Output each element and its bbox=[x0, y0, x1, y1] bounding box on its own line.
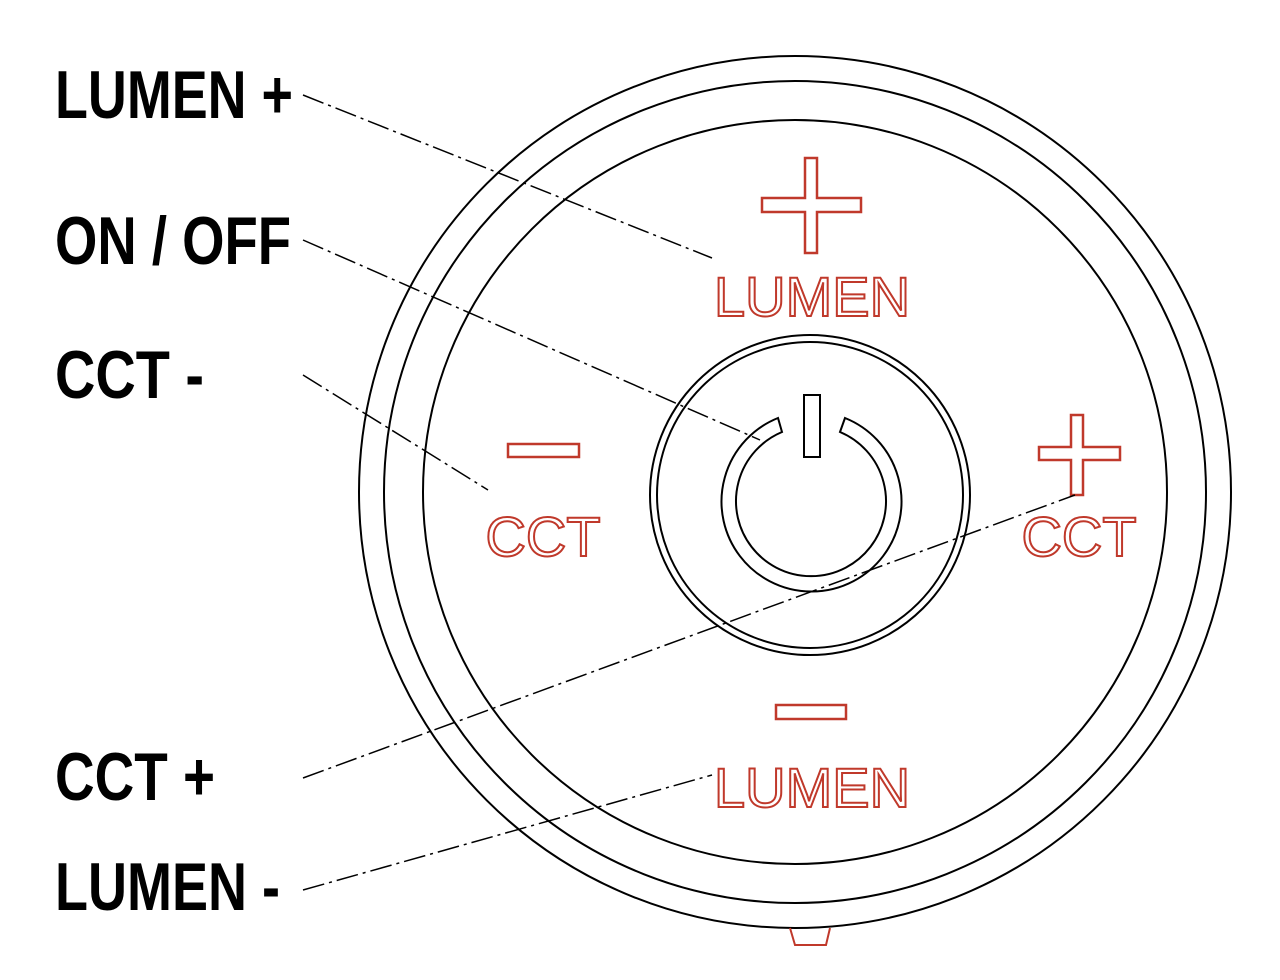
leader-line-lumen-minus bbox=[302, 774, 713, 891]
power-button[interactable] bbox=[649, 334, 971, 656]
lumen-minus-label: LUMEN bbox=[714, 756, 910, 819]
lumen-plus-button[interactable]: LUMEN bbox=[713, 156, 911, 329]
inner-ring bbox=[422, 119, 1168, 865]
callout-labels: LUMEN + ON / OFF CCT - CCT + LUMEN - bbox=[55, 57, 293, 925]
lumen-minus-button[interactable]: LUMEN bbox=[713, 703, 911, 820]
leader-line-cct-minus bbox=[302, 374, 489, 491]
middle-ring bbox=[383, 80, 1207, 904]
callout-on-off: ON / OFF bbox=[55, 203, 291, 279]
callout-cct-minus: CCT - bbox=[55, 337, 204, 413]
power-button-ring-inner bbox=[656, 341, 964, 649]
power-icon-bar bbox=[803, 394, 821, 458]
leader-line-cct-plus bbox=[302, 494, 1076, 779]
bottom-notch bbox=[789, 927, 831, 946]
lumen-plus-label: LUMEN bbox=[714, 265, 910, 328]
minus-icon bbox=[774, 703, 848, 721]
power-icon-arc bbox=[720, 416, 903, 593]
power-icon bbox=[720, 394, 903, 593]
plus-icon bbox=[760, 156, 863, 255]
callout-lumen-plus: LUMEN + bbox=[55, 57, 293, 133]
leader-line-on-off bbox=[302, 239, 761, 441]
callout-cct-plus: CCT + bbox=[55, 739, 215, 815]
plus-icon bbox=[1037, 413, 1122, 497]
cct-minus-button[interactable]: CCT bbox=[484, 442, 602, 569]
cct-minus-label: CCT bbox=[485, 505, 600, 568]
leader-line-lumen-plus bbox=[302, 94, 713, 259]
minus-icon bbox=[506, 442, 581, 459]
leader-lines bbox=[302, 94, 1076, 891]
outer-bezel bbox=[358, 55, 1232, 929]
cct-plus-label: CCT bbox=[1021, 505, 1136, 568]
outer-ring bbox=[358, 55, 1232, 929]
power-button-ring-outer bbox=[649, 334, 971, 656]
cct-plus-button[interactable]: CCT bbox=[1020, 413, 1138, 569]
callout-lumen-minus: LUMEN - bbox=[55, 849, 280, 925]
